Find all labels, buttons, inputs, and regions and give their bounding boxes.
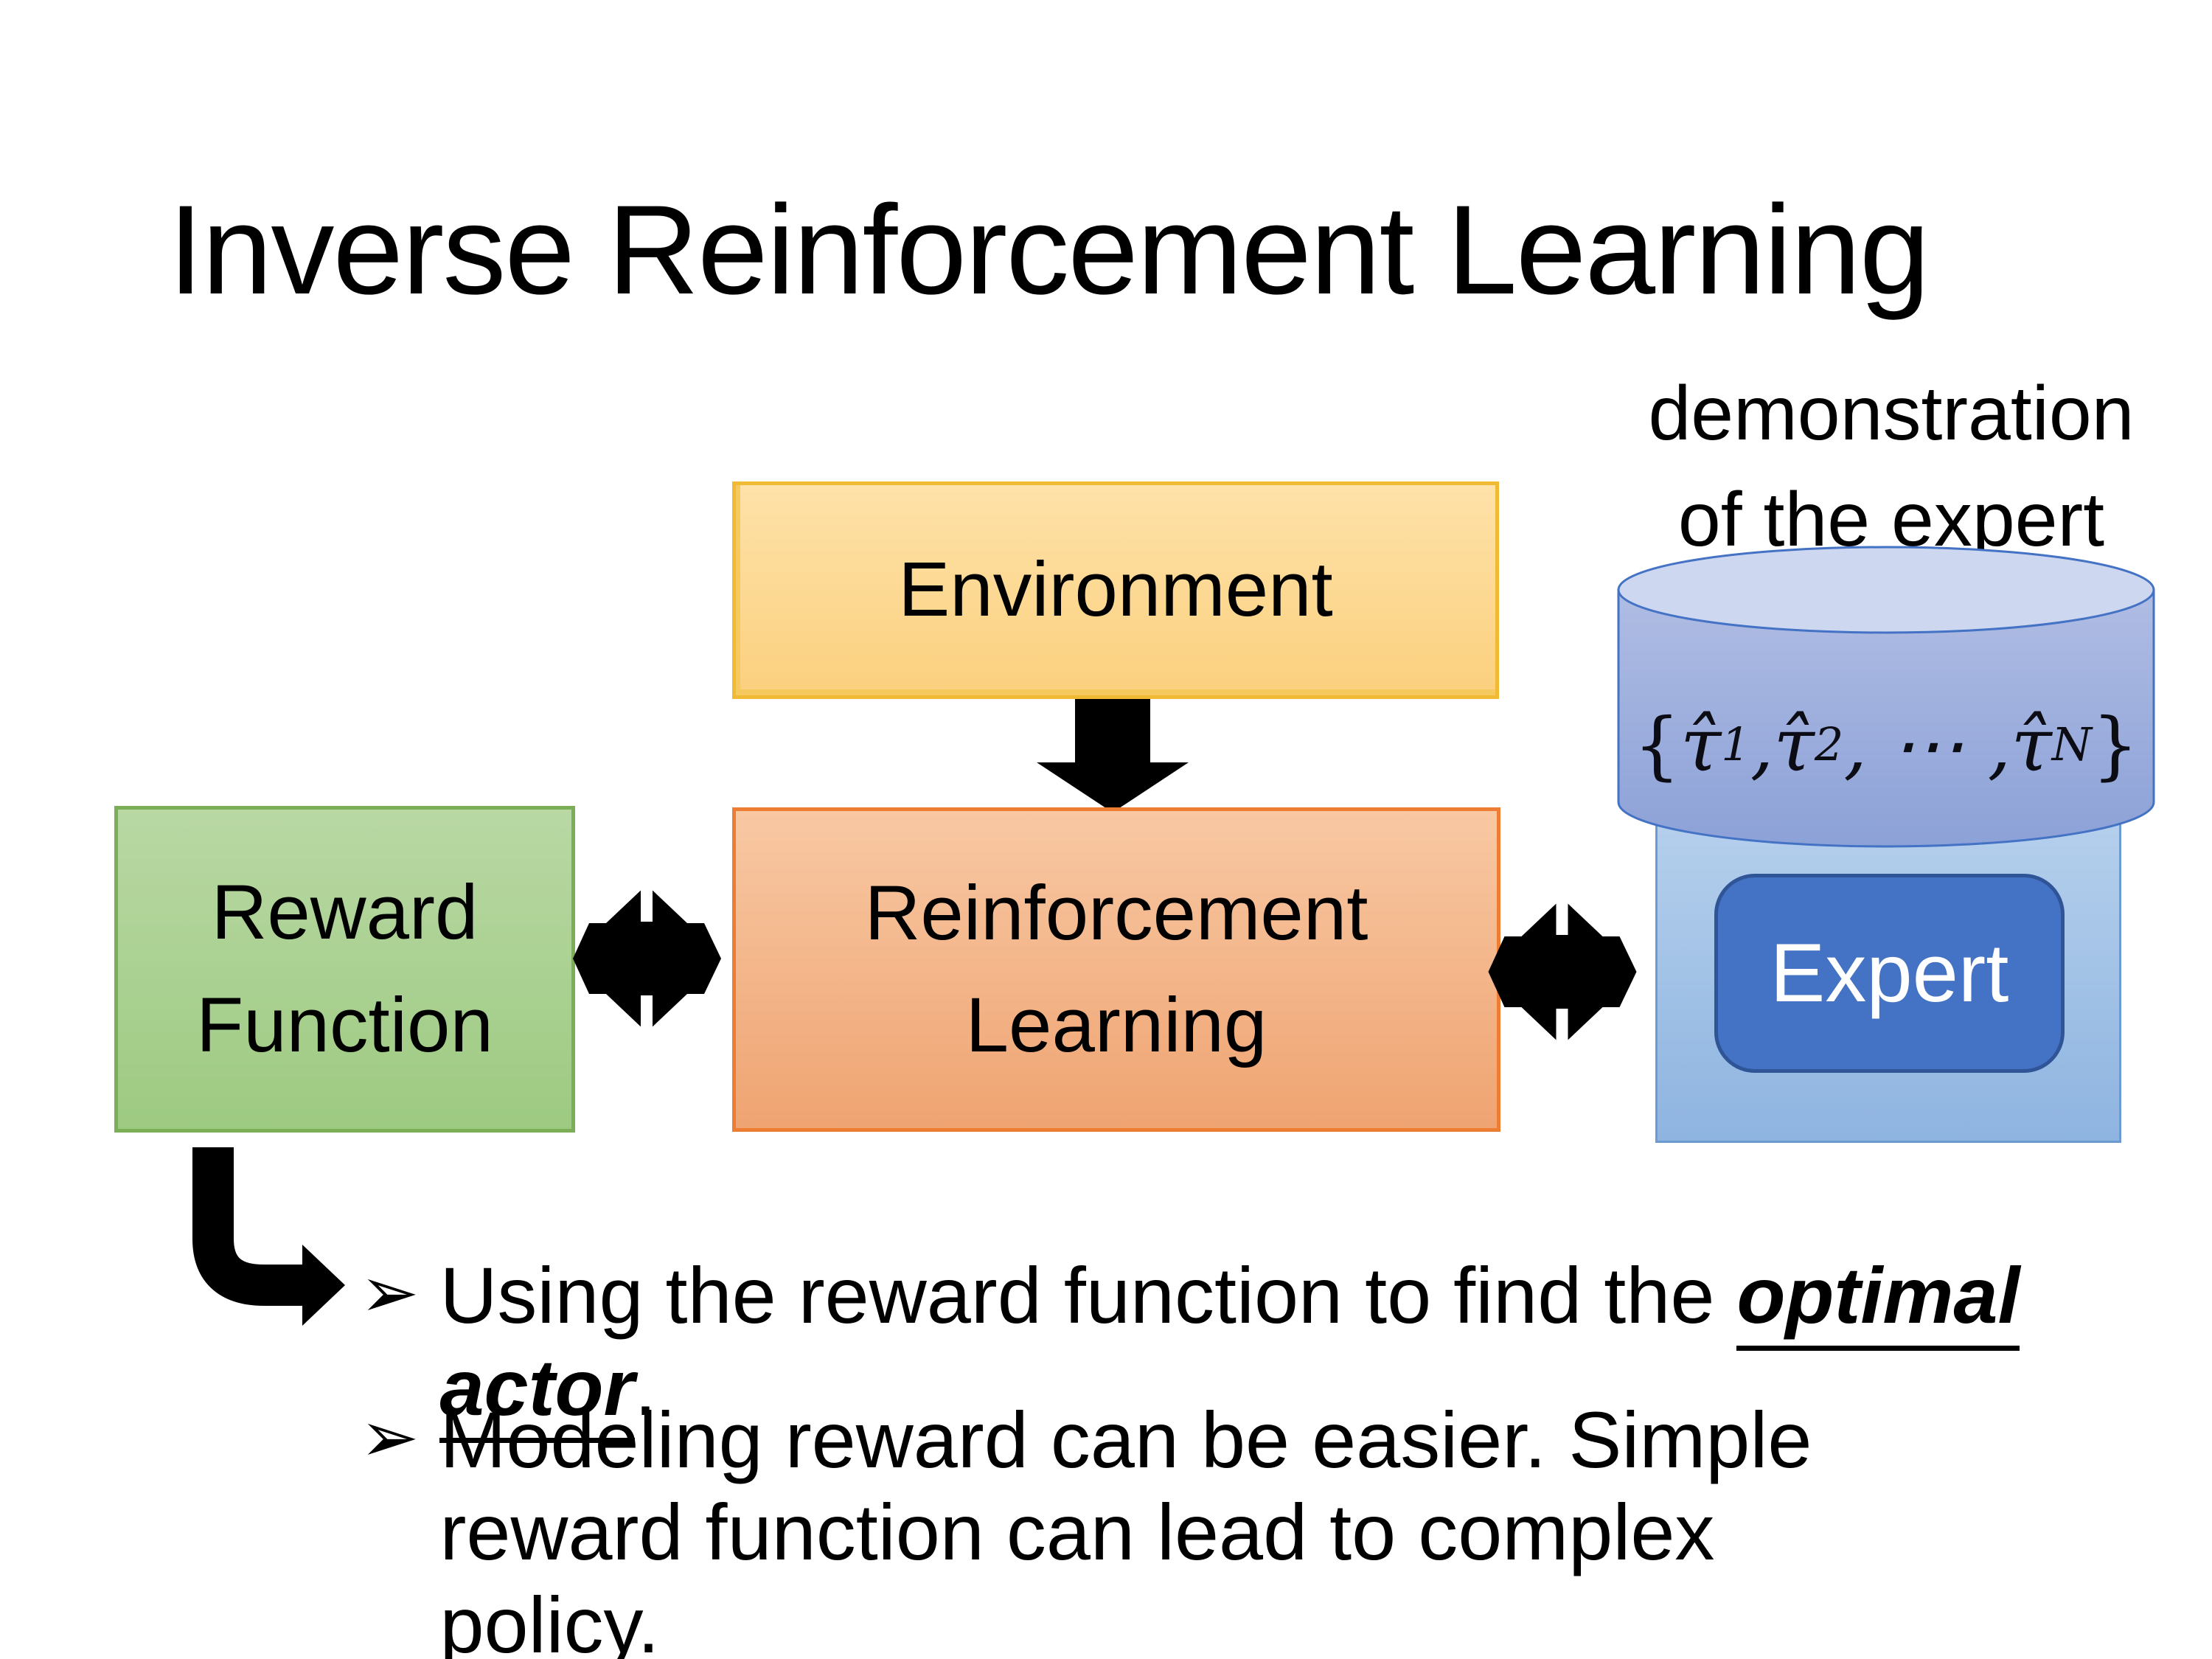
- bullet-2-text: Modeling reward can be easier. Simple re…: [439, 1395, 1812, 1659]
- formula-tau2: τ̂: [1773, 701, 1815, 788]
- bullet-arrow-icon: ➢: [360, 1253, 420, 1332]
- down-arrow: [1037, 699, 1189, 813]
- demonstration-cylinder-icon: [1617, 546, 2155, 848]
- expert-box: Expert: [1714, 874, 2065, 1073]
- trajectory-formula: {τ̂1, τ̂2, ⋯ , τ̂N}: [1633, 701, 2139, 788]
- reward-function-label-line2: Function: [196, 981, 493, 1068]
- formula-open-brace: {: [1633, 701, 1680, 788]
- reward-function-label: Reward Function: [196, 857, 493, 1082]
- demonstration-label-line1: demonstration: [1648, 371, 2135, 456]
- demonstration-label: demonstration of the expert: [1615, 361, 2168, 573]
- formula-tau1: τ̂: [1680, 701, 1722, 788]
- page-title: Inverse Reinforcement Learning: [168, 179, 1930, 321]
- bullet-1-text: Using the reward function to find the op…: [439, 1249, 2093, 1444]
- bullet-item-1: ➢ Using the reward function to find the …: [360, 1249, 2093, 1444]
- reinforcement-learning-label: Reinforcement Learning: [865, 858, 1368, 1082]
- expert-label: Expert: [1770, 927, 2009, 1019]
- reinforcement-learning-box: Reinforcement Learning: [732, 807, 1500, 1132]
- formula-dots: , ⋯ ,: [1843, 701, 2011, 788]
- environment-box: Environment: [732, 481, 1499, 699]
- bullet-1-prefix: Using the reward function to find the: [439, 1251, 1737, 1340]
- formula-tauN: τ̂: [2011, 701, 2052, 788]
- double-arrow-left-icon: [573, 885, 721, 1032]
- reinforcement-learning-label-line2: Learning: [965, 982, 1267, 1068]
- reinforcement-learning-label-line1: Reinforcement: [864, 869, 1368, 956]
- bullet-arrow-icon: ➢: [360, 1398, 420, 1477]
- bullet-item-2: ➢ Modeling reward can be easier. Simple …: [360, 1394, 1842, 1659]
- bullet-1-suffix: .: [634, 1343, 657, 1433]
- formula-sep1: ,: [1750, 701, 1774, 788]
- bullet-1-highlight: optimal actor: [439, 1251, 2020, 1444]
- double-arrow-right-icon: [1488, 898, 1637, 1046]
- elbow-arrow-icon: [192, 1147, 345, 1326]
- environment-label: Environment: [898, 546, 1333, 633]
- formula-close-brace: }: [2092, 701, 2139, 788]
- reward-function-box: Reward Function: [114, 806, 575, 1133]
- reward-function-label-line1: Reward: [211, 869, 479, 956]
